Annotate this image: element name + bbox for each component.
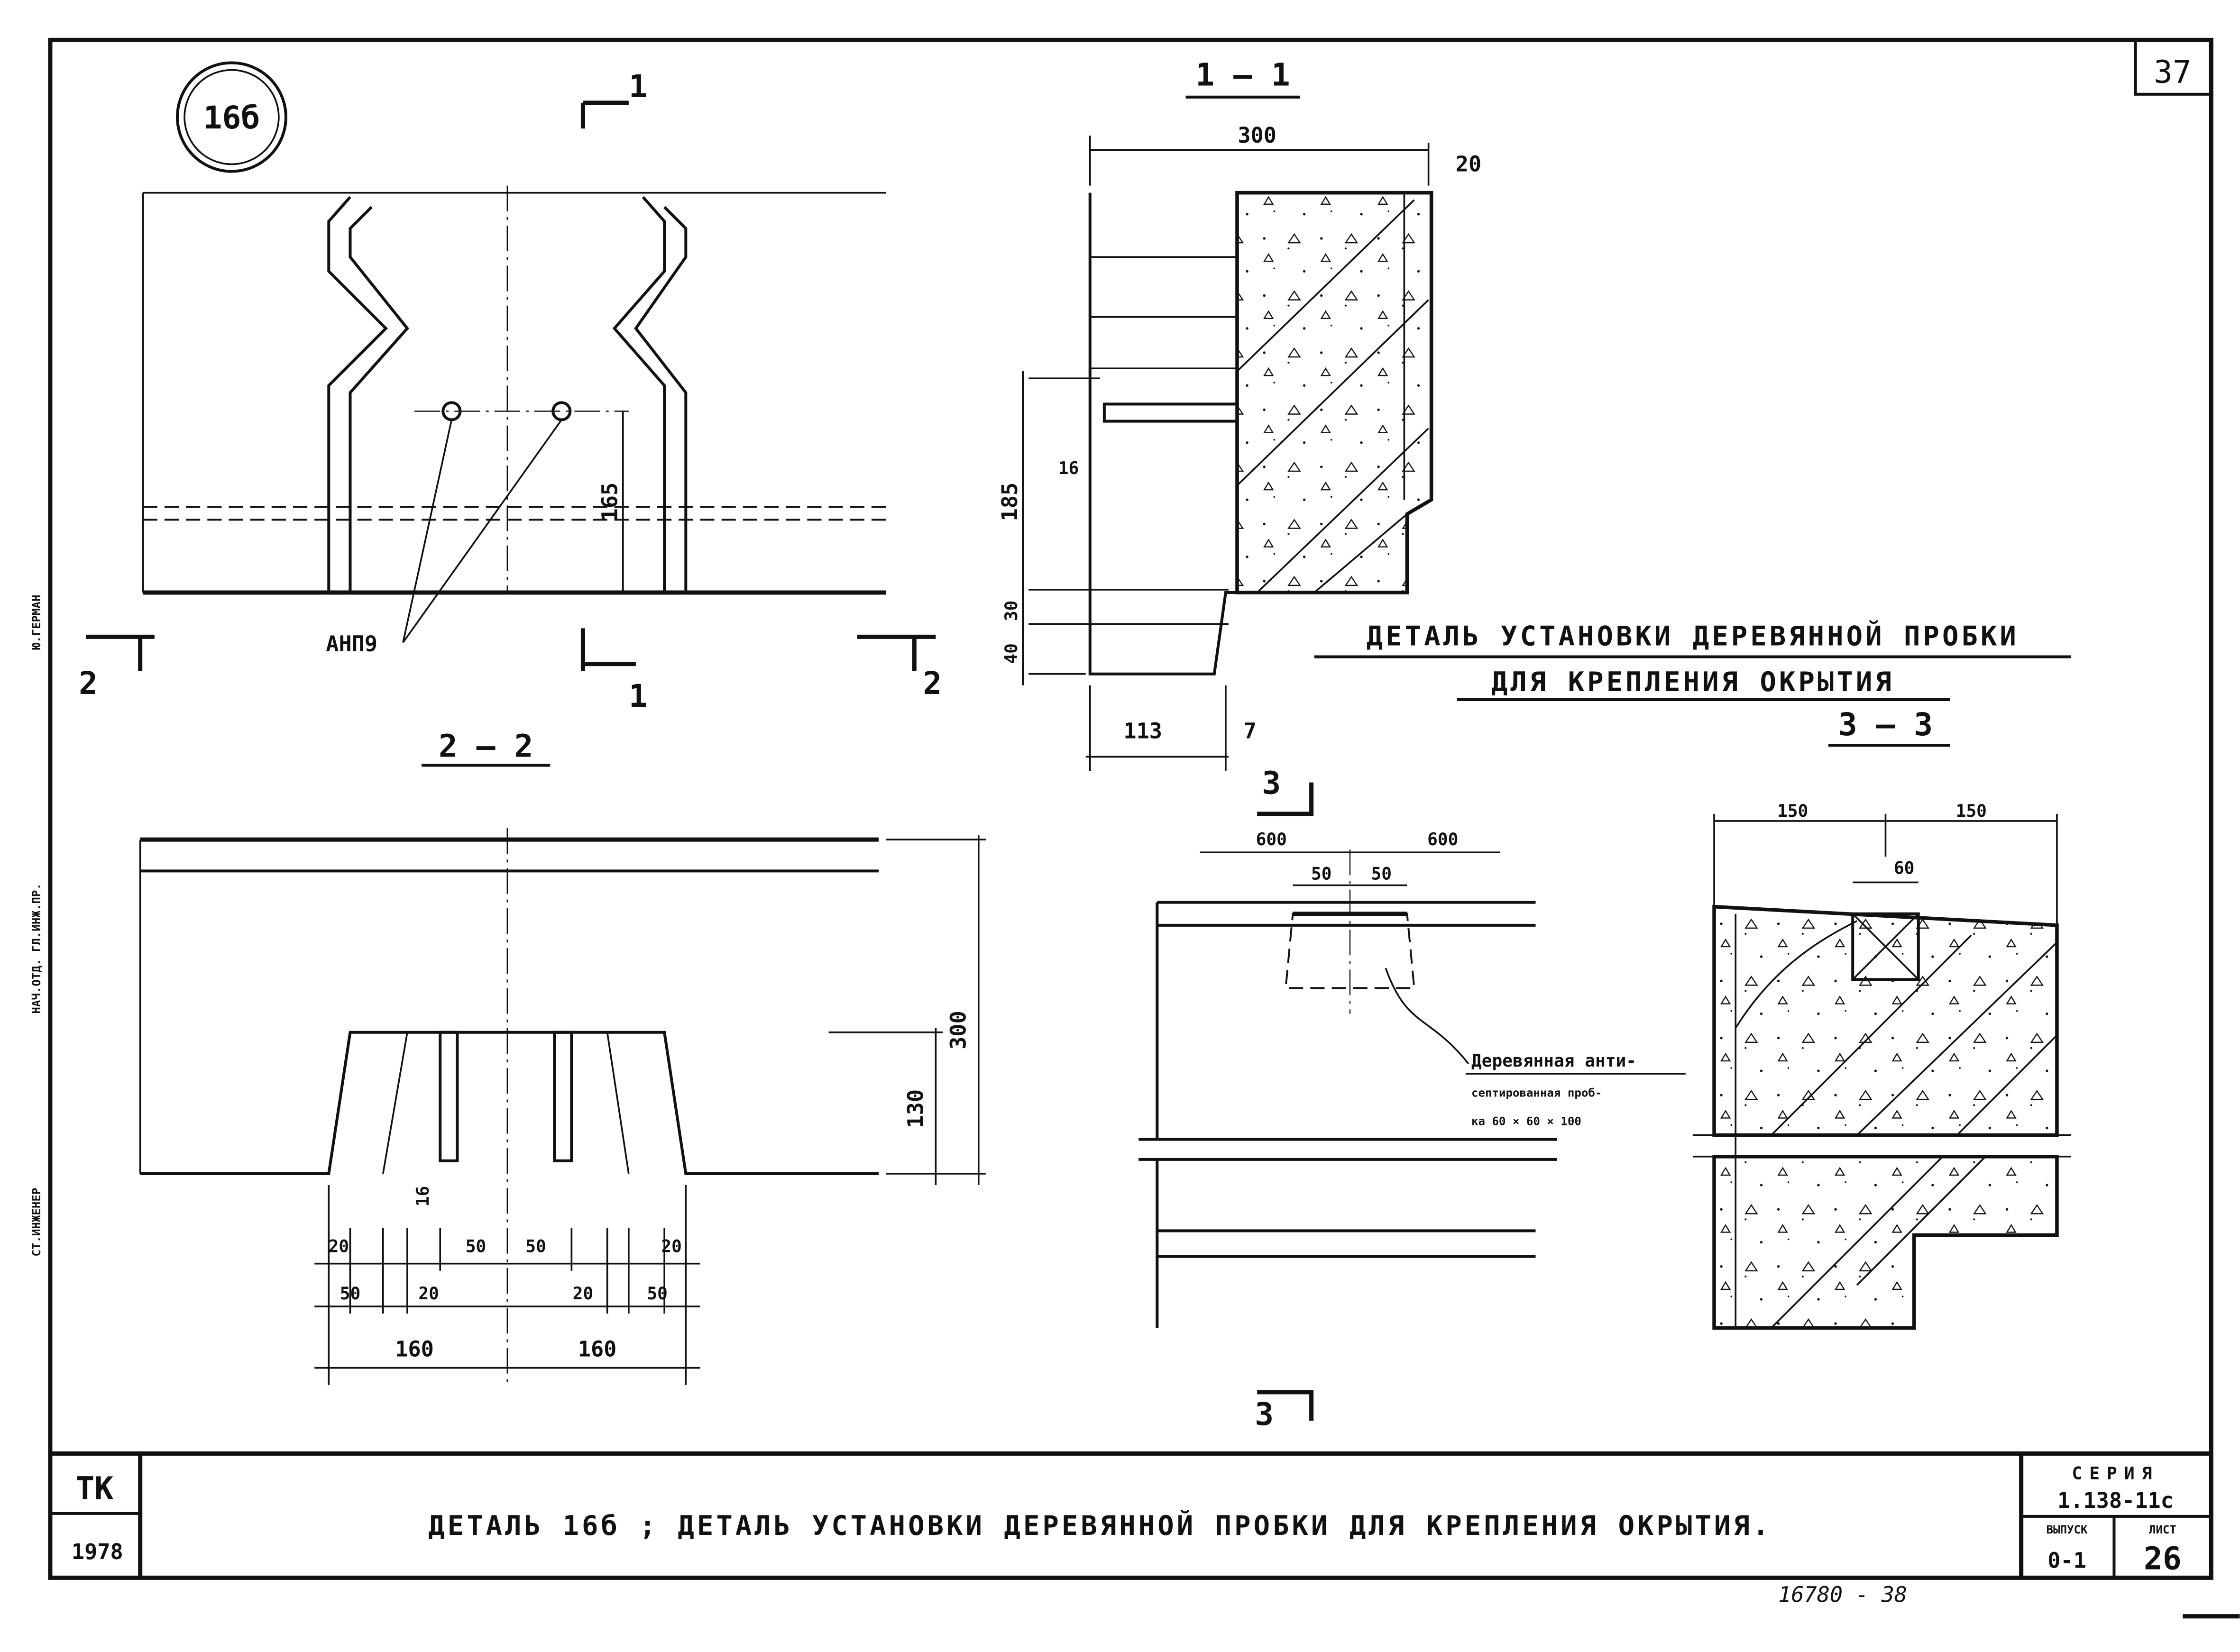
- dim-1-1-40: 40: [1001, 643, 1021, 664]
- detail-title-line1: ДЕТАЛЬ УСТАНОВКИ ДЕРЕВЯННОЙ ПРОБКИ: [1367, 620, 2019, 652]
- dim-1-1-300: 300: [1238, 123, 1276, 148]
- sheet-value: 26: [2144, 1540, 2182, 1577]
- dim-3-600-left: 600: [1256, 829, 1287, 849]
- cut-2-right: 2: [923, 665, 942, 702]
- plug-note-line3: ка 60 × 60 × 100: [1471, 1115, 1581, 1128]
- signature-1: Ю.ГЕРМАН: [30, 595, 43, 650]
- year: 1978: [72, 1539, 123, 1564]
- series-label: СЕРИЯ: [2072, 1463, 2159, 1484]
- dim-3-150-left: 150: [1777, 801, 1808, 821]
- org-code: ТК: [75, 1470, 113, 1507]
- dim-top-1: 20: [329, 1236, 349, 1257]
- section-3-3-elevation: [1138, 782, 1557, 1421]
- sheet-title: ДЕТАЛЬ 16б ; ДЕТАЛЬ УСТАНОВКИ ДЕРЕВЯННОЙ…: [428, 1509, 1772, 1542]
- cut-2-left: 2: [79, 665, 98, 702]
- signature-2: НАЧ.ОТД. ГЛ.ИНЖ.ПР.: [30, 883, 43, 1013]
- issue-value: 0-1: [2047, 1548, 2086, 1573]
- dim-3-150-right: 150: [1956, 801, 1987, 821]
- page-number: 37: [2154, 54, 2192, 91]
- cut-1-bottom: 1: [629, 677, 648, 714]
- dim-16: 16: [413, 1186, 433, 1207]
- cut-3-bottom: 3: [1255, 1396, 1274, 1433]
- dim-mid-4: 50: [647, 1283, 668, 1304]
- section-1-1: [1022, 136, 1433, 771]
- cut-1-top: 1: [629, 68, 648, 105]
- detail-mark-label: 16б: [203, 99, 260, 136]
- dim-1-1-30: 30: [1001, 601, 1021, 621]
- plan-view: [86, 100, 936, 671]
- dim-1-1-7: 7: [1243, 718, 1256, 743]
- dim-1-1-20: 20: [1456, 151, 1481, 176]
- section-2-2-title: 2 — 2: [439, 727, 533, 764]
- signature-strip: Ю.ГЕРМАН НАЧ.ОТД. ГЛ.ИНЖ.ПР. СТ.ИНЖЕНЕР: [30, 595, 43, 1257]
- dim-mid-1: 50: [340, 1283, 361, 1304]
- dim-bottom-1: 160: [395, 1336, 434, 1361]
- cut-3-top: 3: [1262, 765, 1281, 802]
- section-3-3-detail: [1692, 813, 2072, 1330]
- dim-bottom-2: 160: [578, 1336, 617, 1361]
- dim-1-1-16: 16: [1058, 458, 1079, 478]
- dim-3-60: 60: [1894, 858, 1915, 878]
- dim-3-600-right: 600: [1427, 829, 1458, 849]
- sheet-frame: [48, 37, 2240, 1619]
- dim-1-1-113: 113: [1123, 718, 1162, 743]
- section-1-1-title: 1 — 1: [1195, 56, 1290, 93]
- detail-mark: 16б: [176, 61, 287, 173]
- dim-3-50-right: 50: [1371, 863, 1392, 884]
- section-2-2: [139, 828, 986, 1385]
- dim-3-50-left: 50: [1311, 863, 1332, 884]
- plug-note-line1: Деревянная анти-: [1471, 1050, 1636, 1071]
- section-3-3-title: 3 — 3: [1838, 706, 1933, 743]
- dim-top-4: 20: [661, 1236, 682, 1257]
- detail-title-line2: ДЛЯ КРЕПЛЕНИЯ ОКРЫТИЯ: [1491, 666, 1894, 698]
- anchor-label: АНП9: [326, 631, 377, 657]
- dim-165: 165: [597, 483, 623, 521]
- dim-top-2: 50: [466, 1236, 487, 1257]
- dim-mid-3: 20: [573, 1283, 593, 1304]
- dim-130: 130: [903, 1089, 928, 1128]
- issue-label: ВЫПУСК: [2047, 1523, 2088, 1536]
- dim-1-1-185: 185: [997, 483, 1022, 521]
- plug-note-line2: септированная проб-: [1471, 1086, 1602, 1099]
- stamp-number: 16780 - 38: [1778, 1582, 1907, 1607]
- series-value: 1.138-11с: [2057, 1488, 2174, 1513]
- sheet-label: ЛИСТ: [2149, 1523, 2176, 1536]
- signature-3: СТ.ИНЖЕНЕР: [30, 1188, 43, 1257]
- dim-300: 300: [946, 1011, 971, 1050]
- dim-top-3: 50: [525, 1236, 546, 1257]
- dim-mid-2: 20: [418, 1283, 439, 1304]
